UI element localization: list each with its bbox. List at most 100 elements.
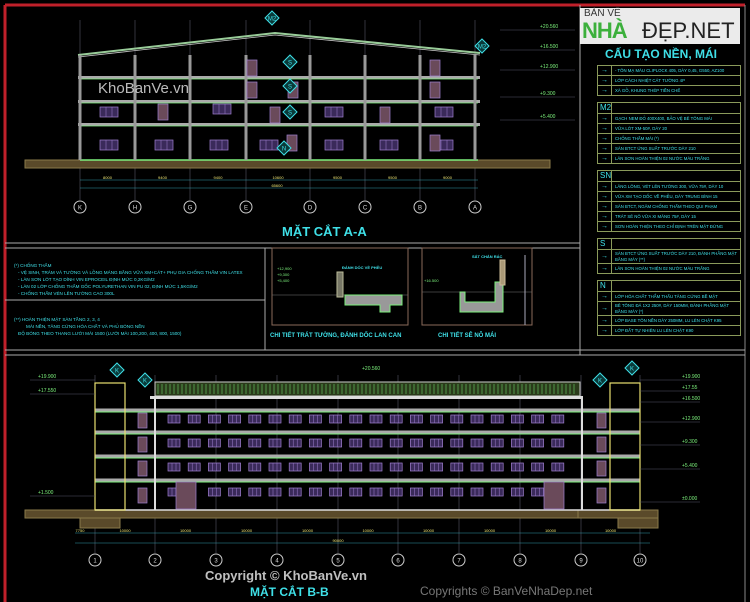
window-icon <box>228 414 241 424</box>
window-icon <box>248 414 262 424</box>
legend-item: SƠN HOÀN THIỆN THEO CHỈ ĐỊNH TRÊN MẶT ĐỨ… <box>615 223 724 229</box>
axis-bubble-B <box>413 200 427 214</box>
legend-item: LỚP BASE TÔN NỀN DÀY 250MM, LU LÈN CHẶT … <box>615 317 722 323</box>
section-tag-icon <box>592 372 608 388</box>
section-tag-label: S <box>288 85 292 91</box>
arrow-icon: → <box>598 66 612 75</box>
door-icon <box>175 481 197 510</box>
axis-bubble-3-label: 3 <box>214 559 218 565</box>
window-icon <box>329 438 342 448</box>
window-icon <box>450 462 464 472</box>
window-icon <box>349 414 363 424</box>
window-icon <box>212 103 232 115</box>
column <box>418 55 422 160</box>
axis-bubble-6-label: 6 <box>396 559 400 565</box>
dimension-label: 9400 <box>158 175 168 180</box>
window-icon <box>470 414 484 424</box>
section-tag-icon <box>276 140 292 156</box>
arrow-icon: → <box>598 292 612 301</box>
window-icon <box>430 487 443 497</box>
finish-title: (**) HOÀN THIỆN MẶT SÀN TẦNG 2, 3, 4 <box>14 317 100 322</box>
axis-bubble-1-label: 1 <box>93 559 97 565</box>
watermark-top: KhoBanVe.vn <box>98 80 189 97</box>
window-icon <box>450 414 464 424</box>
legend-item: LĂN SƠN HOÀN THIỆN 02 NƯỚC MÀU TRẮNG <box>615 155 710 161</box>
window-icon <box>208 462 221 472</box>
door-icon <box>429 81 441 99</box>
section-tag-icon <box>264 10 280 26</box>
window-icon <box>531 414 544 424</box>
window-icon <box>551 438 565 448</box>
detail-2-note: SẮT CHẮN RÁC <box>472 254 503 259</box>
column <box>308 55 312 160</box>
section-tag-icon <box>474 38 490 54</box>
column <box>133 55 137 160</box>
window-icon <box>167 462 181 472</box>
window-icon <box>208 487 221 497</box>
arrow-icon: → <box>598 302 612 315</box>
window-icon <box>187 462 201 472</box>
axis-bubble-9-label: 9 <box>579 559 583 565</box>
window-icon <box>490 462 504 472</box>
window-icon <box>490 438 504 448</box>
arrow-icon: → <box>598 250 612 263</box>
door-icon <box>137 487 148 504</box>
section-tag-icon <box>624 360 640 376</box>
window-icon <box>551 462 565 472</box>
window-icon <box>389 487 403 497</box>
section-tag-label: S <box>288 61 292 67</box>
axis-bubble-9 <box>574 553 588 567</box>
window-icon <box>154 139 174 151</box>
axis-bubble-A-label: A <box>473 206 477 212</box>
level-label: +9.300 <box>540 91 556 97</box>
dimension-label: 10000 <box>423 528 435 533</box>
window-icon <box>187 438 201 448</box>
window-icon <box>531 438 544 448</box>
dimension-label: 10000 <box>241 528 253 533</box>
door-icon <box>137 460 148 477</box>
window-icon <box>268 462 282 472</box>
waterproof-notes: (*) CHỐNG THẤM - VỆ SINH, TRÁM VÀ TƯỜNG … <box>14 262 264 297</box>
axis-bubble-H <box>128 200 142 214</box>
window-icon <box>410 438 423 448</box>
window-icon <box>430 462 443 472</box>
arrow-icon: → <box>598 264 612 273</box>
level-label: +20.560 <box>540 24 558 30</box>
level-label: +12,900 <box>277 266 292 271</box>
window-icon <box>531 487 544 497</box>
arrow-icon: → <box>598 316 612 325</box>
floor-slab <box>95 408 640 412</box>
logo-text-green: NHÀ <box>582 18 628 43</box>
window-icon <box>288 414 302 424</box>
door-icon <box>269 106 281 124</box>
legend-code: S <box>598 239 612 249</box>
legend-item: LỚP HÓA CHẤT THẨM THẤU TĂNG CỨNG BỀ MẶT <box>615 293 718 299</box>
level-label: +9,300 <box>277 272 290 277</box>
section-tag-icon <box>282 78 298 94</box>
door-icon <box>429 134 441 152</box>
finish-notes: (**) HOÀN THIỆN MẶT SÀN TẦNG 2, 3, 4 MÀI… <box>14 316 264 337</box>
window-icon <box>324 139 344 151</box>
section-tag-label: M2 <box>478 45 487 51</box>
detail-1-concrete <box>344 294 403 313</box>
axis-bubble-5-label: 5 <box>336 559 340 565</box>
dimension-label: 9500 <box>388 175 398 180</box>
door-icon <box>137 412 148 429</box>
window-icon <box>288 462 302 472</box>
window-icon <box>389 438 403 448</box>
arrow-icon: → <box>598 134 612 143</box>
legend-item: BÊ TÔNG ĐÁ 1X2 250#, DÀY 150MM, ĐÁNH PHẲ… <box>615 303 729 314</box>
axis-bubble-E-label: E <box>244 206 248 212</box>
axis-bubble-8 <box>513 553 527 567</box>
watermark-copyright: Copyright © KhoBanVe.vn <box>205 568 367 583</box>
detail-1-title: CHI TIẾT TRÁT TƯỜNG, ĐÁNH DỐC LAN CAN <box>270 333 402 339</box>
waterproof-title: (*) CHỐNG THẤM <box>14 263 52 268</box>
stair-core-right <box>609 382 641 511</box>
detail-1-frame <box>271 247 409 326</box>
section-tag-label: S <box>288 111 292 117</box>
axis-bubble-3 <box>209 553 223 567</box>
window-icon <box>511 487 524 497</box>
window-icon <box>329 414 342 424</box>
detail-2-level: +16.500 <box>424 278 439 283</box>
axis-bubble-E <box>239 200 253 214</box>
